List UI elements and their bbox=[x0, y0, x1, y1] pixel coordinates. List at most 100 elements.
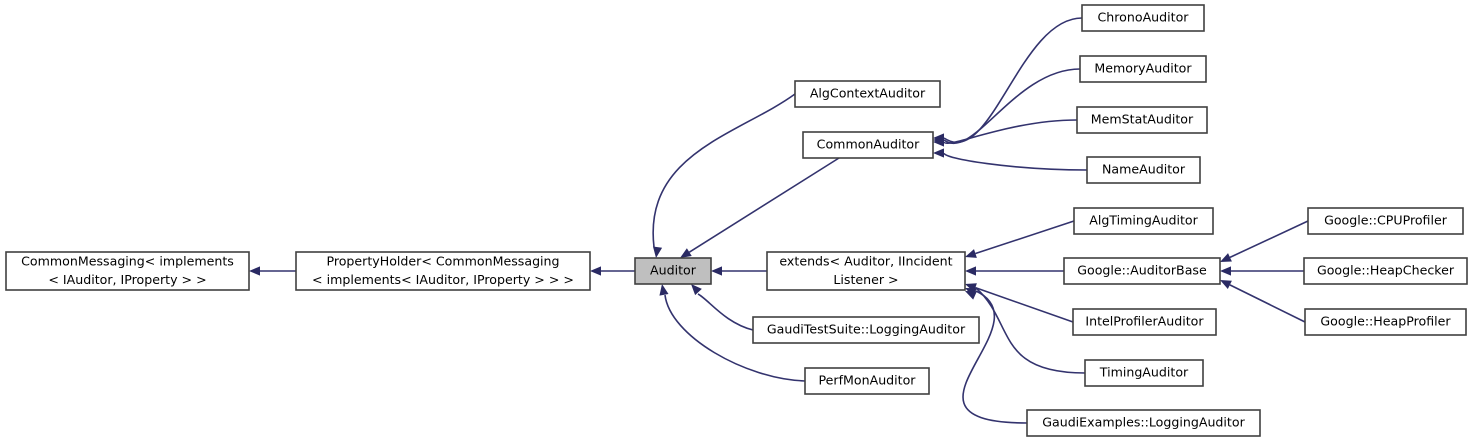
class-node-algtimingauditor[interactable]: AlgTimingAuditor bbox=[1073, 207, 1214, 235]
node-label: CommonAuditor bbox=[817, 137, 920, 152]
arrow-head-icon bbox=[933, 148, 944, 158]
node-label: Google::HeapChecker bbox=[1317, 263, 1455, 278]
edge-line bbox=[1229, 284, 1306, 323]
edge-line bbox=[975, 286, 1074, 323]
node-box bbox=[634, 257, 712, 285]
node-box bbox=[1073, 207, 1214, 235]
node-label: < IAuditor, IProperty > > bbox=[48, 272, 206, 287]
inheritance-edge-16 bbox=[1220, 220, 1309, 262]
class-node-gauditestsuite_loggingauditor[interactable]: GaudiTestSuite::LoggingAuditor bbox=[752, 316, 980, 344]
inheritance-edge-17 bbox=[1220, 266, 1304, 276]
node-label: AlgTimingAuditor bbox=[1089, 213, 1198, 228]
node-label: Google::HeapProfiler bbox=[1320, 314, 1451, 329]
class-node-google_auditorbase[interactable]: Google::AuditorBase bbox=[1063, 257, 1221, 285]
inheritance-edge-12 bbox=[965, 266, 1064, 276]
node-label: AlgContextAuditor bbox=[810, 86, 926, 101]
node-layer: CommonMessaging< implements < IAuditor, I… bbox=[5, 4, 1468, 437]
node-box bbox=[1076, 106, 1208, 134]
class-node-chronoauditor[interactable]: ChronoAuditor bbox=[1081, 4, 1205, 32]
edge-line bbox=[943, 152, 1088, 171]
class-node-timingauditor[interactable]: TimingAuditor bbox=[1084, 359, 1204, 387]
arrow-head-icon bbox=[249, 266, 260, 276]
arrow-head-icon bbox=[965, 249, 977, 258]
inheritance-edge-4 bbox=[711, 266, 767, 276]
class-node-commonmessaging[interactable]: CommonMessaging< implements < IAuditor, I… bbox=[5, 251, 250, 291]
node-box bbox=[766, 251, 966, 291]
edge-line bbox=[697, 293, 754, 331]
node-box bbox=[1304, 308, 1467, 336]
class-node-auditor[interactable]: Auditor bbox=[634, 257, 712, 285]
node-box bbox=[1063, 257, 1221, 285]
node-box bbox=[794, 80, 941, 108]
node-label: NameAuditor bbox=[1102, 162, 1186, 177]
arrow-head-icon bbox=[652, 246, 663, 258]
node-box bbox=[1079, 55, 1207, 83]
class-node-perfmonauditor[interactable]: PerfMonAuditor bbox=[804, 367, 930, 395]
arrow-head-icon bbox=[691, 284, 702, 296]
edge-line bbox=[652, 93, 796, 248]
inheritance-edge-9 bbox=[933, 119, 1078, 147]
class-node-intelprofilerauditor[interactable]: IntelProfilerAuditor bbox=[1072, 308, 1217, 336]
node-box bbox=[1081, 4, 1205, 32]
inheritance-edge-8 bbox=[933, 68, 1081, 145]
class-node-google_heapchecker[interactable]: Google::HeapChecker bbox=[1303, 257, 1468, 285]
node-label: PerfMonAuditor bbox=[819, 373, 917, 388]
arrow-head-icon bbox=[680, 248, 692, 258]
inheritance-edge-15 bbox=[962, 290, 1028, 424]
inheritance-edge-7 bbox=[933, 17, 1083, 143]
arrow-head-icon bbox=[965, 266, 976, 276]
inheritance-edge-18 bbox=[1220, 280, 1306, 323]
edge-layer bbox=[249, 17, 1309, 424]
inheritance-edge-11 bbox=[965, 220, 1075, 258]
inheritance-edge-6 bbox=[659, 284, 806, 382]
class-node-google_cpuprofiler[interactable]: Google::CPUProfiler bbox=[1307, 207, 1464, 235]
edge-line bbox=[962, 290, 1028, 424]
arrow-head-icon bbox=[933, 137, 944, 147]
class-node-nameauditor[interactable]: NameAuditor bbox=[1086, 156, 1201, 184]
inheritance-edge-0 bbox=[249, 266, 296, 276]
arrow-head-icon bbox=[1220, 266, 1231, 276]
node-box bbox=[804, 367, 930, 395]
inheritance-edge-5 bbox=[691, 284, 754, 331]
node-box bbox=[1307, 207, 1464, 235]
edge-line bbox=[943, 17, 1083, 143]
inheritance-edge-13 bbox=[965, 283, 1074, 323]
node-label: extends< Auditor, IIncident bbox=[779, 253, 952, 268]
node-label: IntelProfilerAuditor bbox=[1085, 314, 1204, 329]
node-box bbox=[1026, 409, 1261, 437]
node-box bbox=[1086, 156, 1201, 184]
class-node-gaudiexamples_loggingauditor[interactable]: GaudiExamples::LoggingAuditor bbox=[1026, 409, 1261, 437]
class-node-algcontextauditor[interactable]: AlgContextAuditor bbox=[794, 80, 941, 108]
class-node-memstatauditor[interactable]: MemStatAuditor bbox=[1076, 106, 1208, 134]
node-box bbox=[5, 251, 250, 291]
arrow-head-icon bbox=[965, 291, 977, 300]
class-node-commonauditor[interactable]: CommonAuditor bbox=[802, 131, 934, 159]
inheritance-edge-3 bbox=[680, 157, 840, 258]
arrow-head-icon bbox=[590, 266, 601, 276]
node-box bbox=[295, 251, 591, 291]
node-label: GaudiTestSuite::LoggingAuditor bbox=[767, 322, 966, 337]
arrow-head-icon bbox=[1220, 253, 1232, 262]
inheritance-edge-2 bbox=[652, 93, 796, 258]
node-label: Google::CPUProfiler bbox=[1324, 213, 1448, 228]
node-label: Listener > bbox=[833, 272, 898, 287]
node-box bbox=[802, 131, 934, 159]
node-label: ChronoAuditor bbox=[1098, 10, 1190, 25]
edge-line bbox=[664, 294, 806, 382]
edge-line bbox=[975, 220, 1075, 255]
node-label: GaudiExamples::LoggingAuditor bbox=[1042, 415, 1245, 430]
class-node-propertyholder[interactable]: PropertyHolder< CommonMessaging< impleme… bbox=[295, 251, 591, 291]
class-node-google_heapprofiler[interactable]: Google::HeapProfiler bbox=[1304, 308, 1467, 336]
arrow-head-icon bbox=[1220, 280, 1232, 289]
node-label: Google::AuditorBase bbox=[1077, 263, 1207, 278]
edge-line bbox=[975, 287, 1086, 374]
inheritance-edge-14 bbox=[965, 287, 1086, 374]
node-label: CommonMessaging< implements bbox=[21, 253, 234, 268]
class-node-memoryauditor[interactable]: MemoryAuditor bbox=[1079, 55, 1207, 83]
node-label: TimingAuditor bbox=[1099, 365, 1189, 380]
arrow-head-icon bbox=[711, 266, 722, 276]
edge-line bbox=[943, 119, 1078, 144]
node-box bbox=[1072, 308, 1217, 336]
